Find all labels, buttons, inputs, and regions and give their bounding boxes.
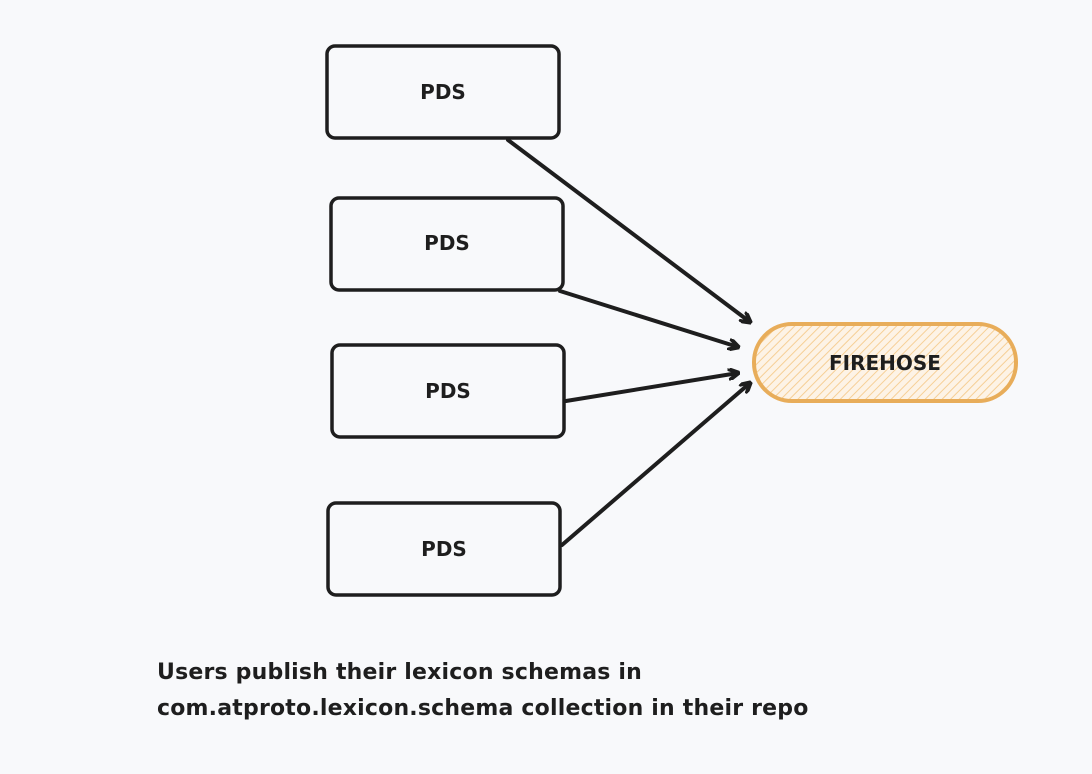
- arrow-pds4-firehose: [560, 383, 750, 547]
- pds-label: PDS: [421, 537, 467, 561]
- arrow-pds3-firehose: [564, 373, 738, 403]
- pds-label: PDS: [425, 379, 471, 403]
- pds-node-4[interactable]: PDS: [326, 501, 562, 597]
- arrow-pds1-firehose: [506, 138, 750, 322]
- firehose-node[interactable]: FIREHOSE: [752, 322, 1018, 403]
- firehose-label: FIREHOSE: [829, 351, 941, 375]
- caption-line-1: Users publish their lexicon schemas in: [157, 660, 643, 685]
- pds-node-3[interactable]: PDS: [330, 343, 566, 439]
- caption-text: Users publish their lexicon schemas in c…: [157, 655, 809, 727]
- pds-node-2[interactable]: PDS: [329, 196, 565, 292]
- arrow-pds2-firehose: [558, 289, 738, 347]
- pds-label: PDS: [424, 231, 470, 255]
- pds-label: PDS: [420, 80, 466, 104]
- caption-line-2: com.atproto.lexicon.schema collection in…: [157, 696, 809, 721]
- pds-node-1[interactable]: PDS: [325, 44, 561, 140]
